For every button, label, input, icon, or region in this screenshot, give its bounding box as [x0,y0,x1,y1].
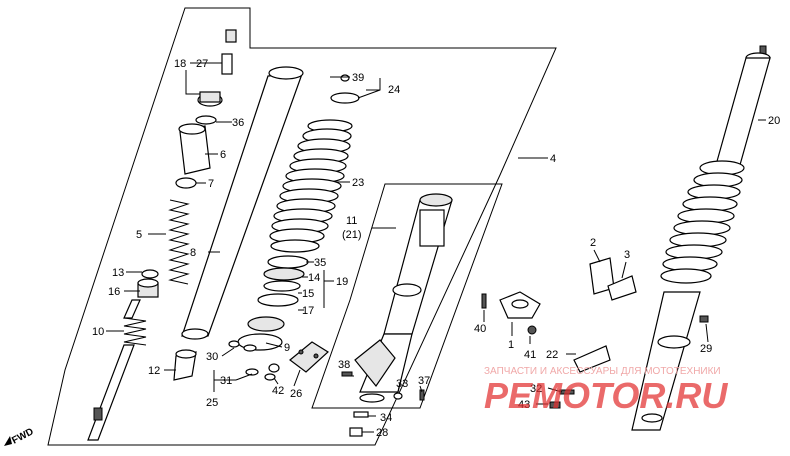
callout-40: 40 [474,323,486,335]
watermark-caption: ЗАПЧАСТИ И АКСЕССУАРЫ ДЛЯ МОТОТЕХНИКИ [484,366,721,377]
callout-9: 9 [284,342,290,354]
callout-2: 2 [590,237,596,249]
callout-27: 27 [196,58,208,70]
part-callouts: 18 27 36 6 7 5 8 13 16 10 12 30 31 25 9 … [92,58,780,439]
callout-30: 30 [206,351,218,363]
callout-19: 19 [336,276,348,288]
callout-42: 42 [272,385,284,397]
callout-35: 35 [314,257,326,269]
callout-12: 12 [148,365,160,377]
fork-slider [341,193,453,403]
callout-36: 36 [232,117,244,129]
watermark-brand: PEMOTOR.RU [484,375,728,416]
lower-hardware [228,340,329,381]
callout-33: 33 [396,378,408,390]
callout-20: 20 [768,115,780,127]
callout-7: 7 [208,178,214,190]
callout-22: 22 [546,349,558,361]
callout-25: 25 [206,397,218,409]
callout-18: 18 [174,58,186,70]
fwd-label: FWD [10,426,35,446]
damper-rod-assembly [87,29,237,441]
callout-8: 8 [190,247,196,259]
callout-43: 43 [518,399,530,411]
callout-38: 38 [338,359,350,371]
callout-31: 31 [220,375,232,387]
callout-26: 26 [290,388,302,400]
dust-boot [269,74,360,253]
callout-23: 23 [352,177,364,189]
leader-lines [106,62,766,433]
callout-28: 28 [376,427,388,439]
callout-11: 11 [346,215,357,227]
callout-21: (21) [342,229,362,241]
watermark: ЗАПЧАСТИ И АКСЕССУАРЫ ДЛЯ МОТОТЕХНИКИ PE… [484,366,728,416]
callout-16: 16 [108,286,120,298]
forward-indicator: FWD [4,426,36,447]
callout-29: 29 [700,343,712,355]
assembly-outline [47,7,557,446]
callout-41: 41 [524,349,536,361]
brackets [549,257,709,409]
callout-13: 13 [112,267,124,279]
callout-32: 32 [530,383,542,395]
fwd-arrow-icon [4,436,12,446]
axle-holder [481,291,541,335]
callout-4: 4 [550,153,556,165]
callout-14: 14 [308,272,320,284]
callout-6: 6 [220,149,226,161]
callout-17: 17 [302,305,314,317]
callout-39: 39 [352,72,364,84]
callout-5: 5 [136,229,142,241]
callout-37: 37 [418,375,430,387]
slider-group-outline [311,183,503,409]
callout-24: 24 [388,84,400,96]
complete-fork-assembly [631,45,771,431]
callout-15: 15 [302,288,314,300]
fork-tube [181,66,304,340]
oil-lock-piece [173,349,197,381]
callout-1: 1 [508,339,514,351]
seal-stack [237,255,309,352]
callout-3: 3 [624,249,630,261]
callout-10: 10 [92,326,104,338]
callout-34: 34 [380,412,392,424]
